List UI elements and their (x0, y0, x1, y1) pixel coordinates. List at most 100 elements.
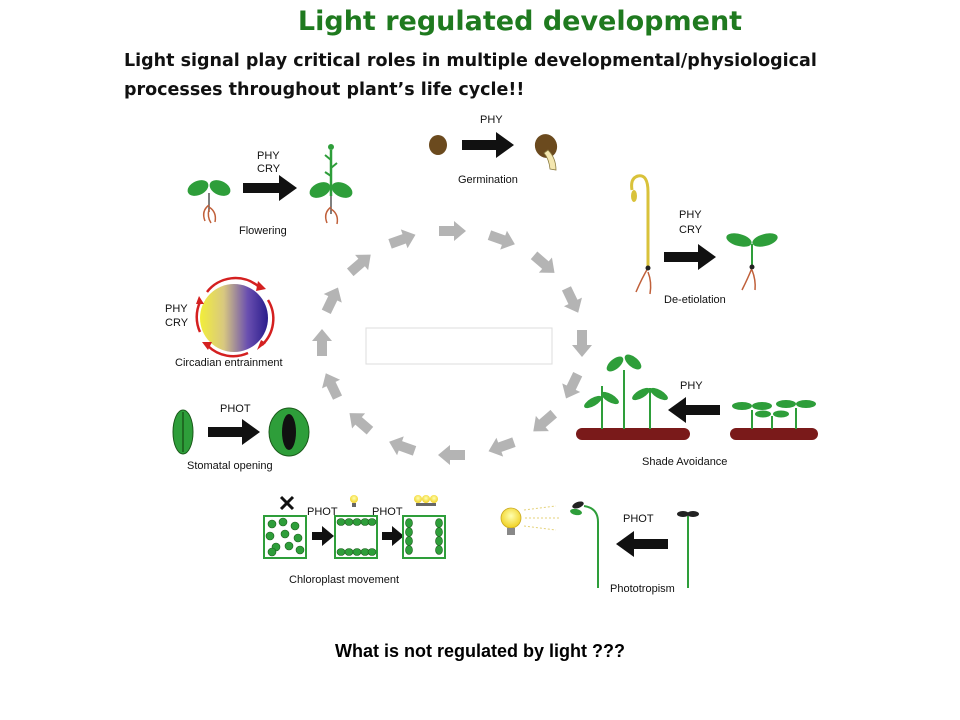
flowering-label: Flowering (239, 225, 287, 237)
etiolated-seedling-icon (630, 174, 652, 295)
flowering-panel: PHY CRY Flowering (187, 144, 353, 237)
flowering-receptor-2: CRY (257, 163, 281, 175)
de-etiolation-arrow-icon (664, 244, 716, 270)
cycle-arrow-icon (349, 413, 374, 435)
bent-seedling-icon (570, 501, 599, 588)
cycle-arrow-icon (562, 372, 583, 399)
flowering-arrow-icon (243, 175, 297, 201)
cycle-arrow-icon (487, 230, 515, 250)
straight-seedling-icon (677, 511, 699, 588)
open-stoma-icon (268, 407, 310, 457)
circadian-receptor-1: PHY (165, 303, 188, 315)
cycle-arrow-icon (439, 221, 466, 241)
flowering-plant-icon (309, 144, 353, 225)
cycle-arrow-icon (346, 254, 371, 277)
chloroplast-dot (352, 548, 362, 556)
circadian-receptor-2: CRY (165, 317, 189, 329)
chloroplast-dot (352, 518, 362, 526)
light-bulb-icon (500, 505, 560, 535)
chloroplasts-avoidance (405, 518, 443, 555)
chloroplast-dot (344, 548, 354, 556)
chloroplast-dot (344, 518, 354, 526)
stomatal-arrow-icon (208, 419, 260, 445)
shade-label: Shade Avoidance (642, 456, 727, 468)
phototropism-label: Phototropism (610, 583, 675, 595)
chloroplast-dot (435, 536, 443, 546)
day-night-gradient-icon (200, 284, 268, 352)
flowering-receptor-1: PHY (257, 150, 280, 162)
chloroplast-receptor-2: PHOT (372, 506, 403, 518)
slide-title: Light regulated development (297, 6, 743, 37)
circadian-red-arrows (195, 276, 275, 358)
chloroplast-dot (267, 547, 277, 557)
cycle-arrows (312, 221, 592, 465)
stomatal-receptor: PHOT (220, 403, 251, 415)
de-etiolation-label: De-etiolation (664, 294, 726, 306)
chloroplast-dot (265, 531, 275, 541)
germinating-seed-icon (534, 134, 558, 171)
stomatal-panel: PHOT Stomatal opening (172, 403, 310, 472)
chloroplast-dot (290, 521, 300, 531)
chloroplast-dot (284, 541, 294, 551)
intro-text: Light signal play critical roles in mult… (124, 47, 884, 105)
tall-seedlings-icon (584, 354, 668, 429)
phototropism-panel: PHOT Phototropism (500, 501, 699, 595)
intro-line-2: processes throughout plant’s life cycle!… (124, 80, 525, 100)
cycle-arrow-icon (322, 373, 343, 400)
cycle-arrow-icon (561, 286, 582, 313)
cycle-arrow-icon (533, 409, 558, 432)
cycle-arrow-icon (389, 436, 417, 456)
cycle-arrow-icon (388, 229, 416, 249)
intro-line-1: Light signal play critical roles in mult… (124, 51, 817, 71)
chloroplast-dot (367, 518, 377, 526)
chloroplast-dot (405, 545, 413, 555)
seed-icon (429, 135, 447, 155)
rosette-plant-icon (187, 180, 231, 224)
chloroplast-receptor-1: PHOT (307, 506, 338, 518)
shade-avoidance-panel: PHY Shade Avoidance (576, 354, 818, 468)
de-etiolation-panel: PHY CRY De-etiolation (630, 174, 778, 306)
germination-arrow-icon (462, 132, 514, 158)
question-text: What is not regulated by light ??? (335, 641, 625, 661)
cycle-arrow-icon (572, 330, 592, 357)
chloroplast-dot (367, 548, 377, 556)
shade-arrow-icon (668, 397, 720, 423)
cycle-arrow-icon (530, 251, 555, 273)
chloroplast-dot (435, 527, 443, 537)
short-seedlings-icon (732, 400, 816, 429)
chloroplast-panel: PHOT PHOT Chloroplast movement (263, 495, 446, 586)
soil-right (730, 428, 818, 440)
chloroplast-dot (267, 519, 277, 529)
chloroplast-dot (405, 527, 413, 537)
chloroplast-dot (405, 518, 413, 528)
dark-x-icon (279, 495, 295, 511)
chloroplast-dot (295, 545, 305, 555)
chloroplast-dot (405, 536, 413, 546)
chloroplast-dot (435, 545, 443, 555)
chloroplasts-accumulated (336, 518, 377, 556)
soil-left (576, 428, 690, 440)
shade-receptor: PHY (680, 380, 703, 392)
chloroplast-label: Chloroplast movement (289, 574, 399, 586)
cycle-arrow-icon (312, 329, 332, 356)
stomatal-label: Stomatal opening (187, 460, 273, 472)
chloroplast-dot (336, 548, 346, 556)
chloroplast-arrow-2-icon (382, 526, 404, 546)
weak-light-bulb-icon (350, 495, 358, 507)
circadian-label: Circadian entrainment (175, 357, 283, 369)
de-etiolation-receptor-1: PHY (679, 209, 702, 221)
green-seedling-icon (726, 233, 778, 291)
cycle-arrow-icon (438, 445, 465, 465)
blank-center-box (365, 327, 553, 365)
closed-stoma-icon (172, 409, 194, 455)
phototropism-receptor: PHOT (623, 513, 654, 525)
chloroplast-dot (435, 518, 443, 528)
chloroplast-dot (280, 529, 290, 539)
strong-light-bulbs-icon (414, 495, 438, 506)
chloroplasts-dispersed (265, 517, 305, 557)
germination-label: Germination (458, 174, 518, 186)
germination-panel: PHY Germination (429, 114, 558, 186)
chloroplast-dot (336, 518, 346, 526)
germination-receptor: PHY (480, 114, 503, 126)
